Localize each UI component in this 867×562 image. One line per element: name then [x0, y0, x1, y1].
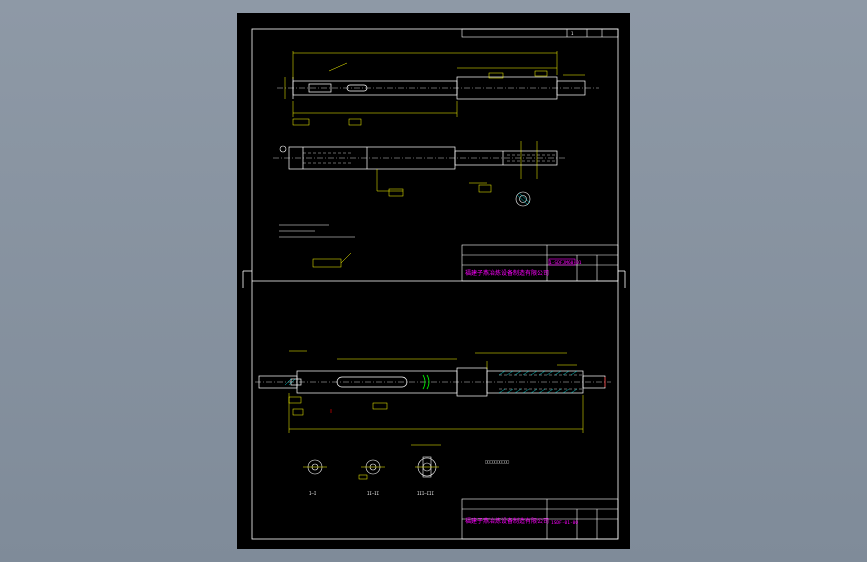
cad-drawing: 福建子燕冶炼设备制造有限公司 1-SDFJM60-01	[242, 28, 626, 540]
svg-text:□□□□□□□□□□: □□□□□□□□□□	[485, 459, 510, 464]
title-block-2	[461, 498, 619, 540]
drawing-number-1: 1-SDFJM60-01	[549, 260, 582, 266]
section-label-3: III—III	[417, 491, 434, 496]
sheet-number: 1	[571, 31, 574, 36]
section-circle-top	[515, 191, 531, 207]
section-label-1: I—I	[309, 491, 317, 496]
drawing-sheet: 福建子燕冶炼设备制造有限公司 1-SDFJM60-01	[237, 13, 630, 549]
section-mark	[422, 374, 430, 390]
drawing-number-2: 1SDF-01-00	[551, 520, 578, 526]
title-block-1	[461, 244, 619, 282]
company-name-2: 福建子燕冶炼设备制造有限公司	[465, 517, 549, 525]
top-part-view	[273, 51, 599, 268]
top-title-strip	[461, 28, 619, 38]
section-label-2: II—II	[367, 491, 380, 496]
bottom-part-view: □□□□□□□□□□ I—I II—II III—III	[255, 350, 611, 496]
drawing-frame	[242, 28, 626, 540]
company-name-1: 福建子燕冶炼设备制造有限公司	[465, 269, 549, 277]
